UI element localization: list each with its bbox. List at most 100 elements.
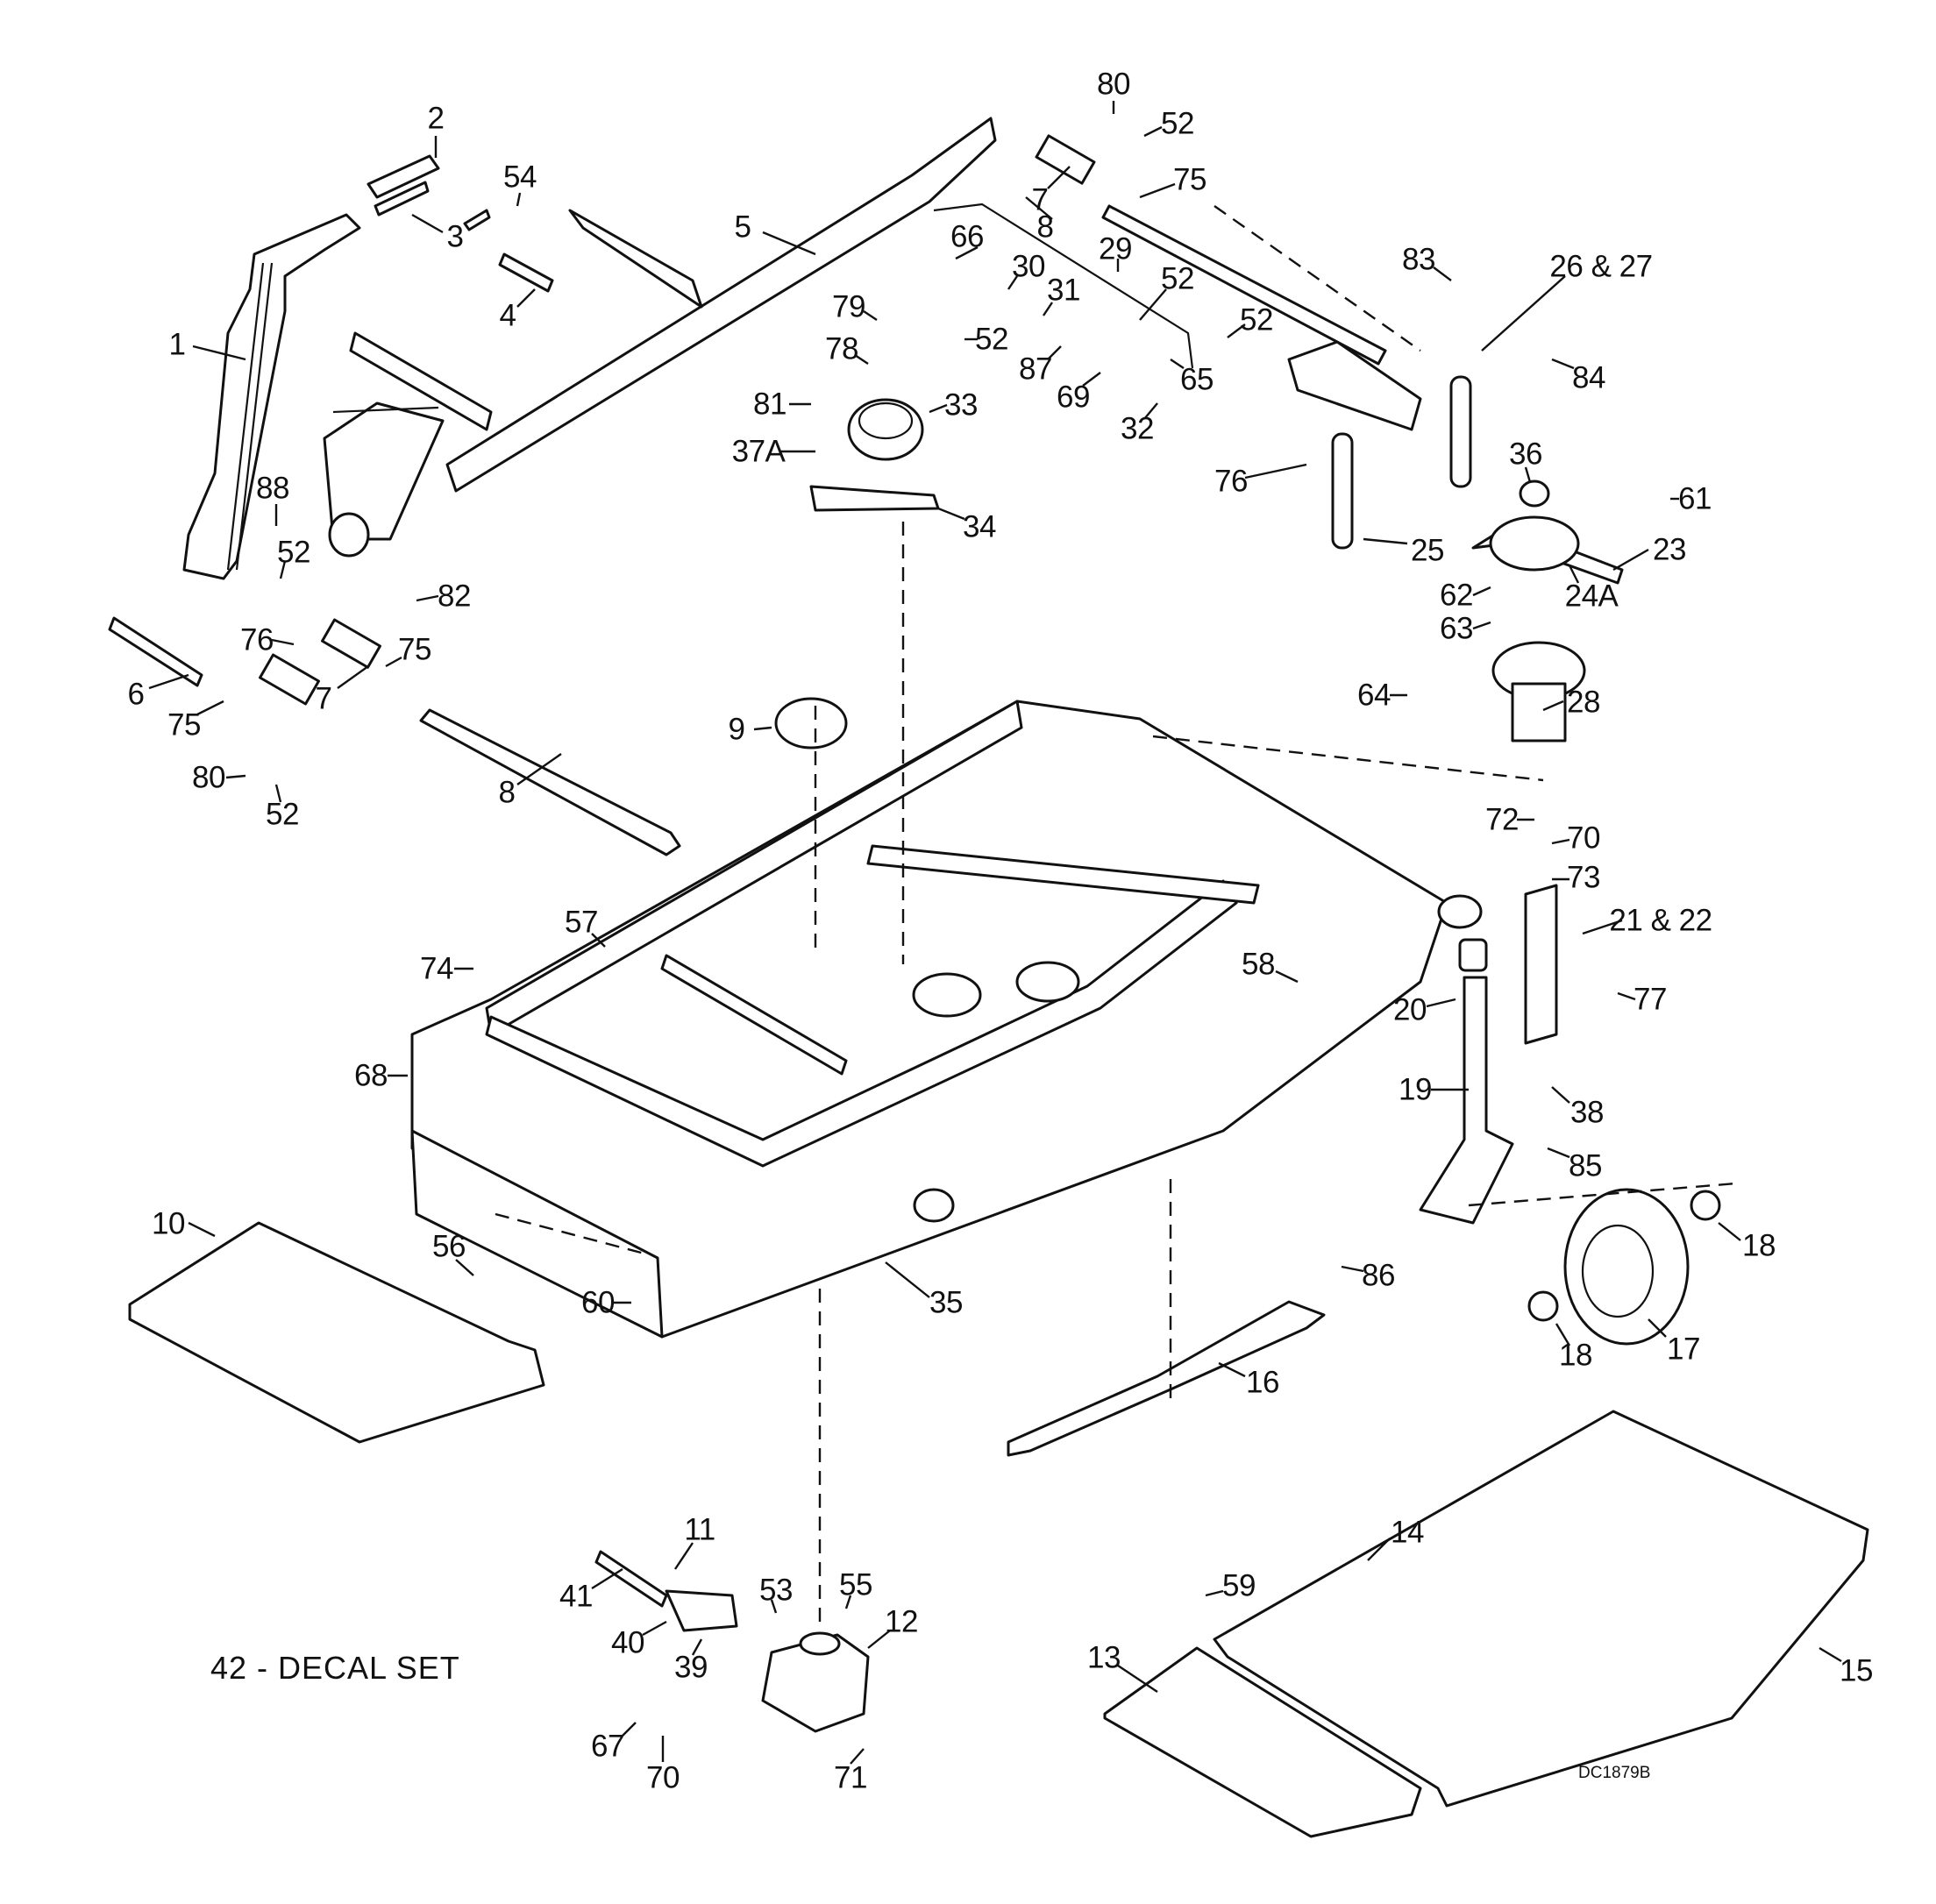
callout-17: 17 <box>1667 1332 1700 1367</box>
guide-line <box>1214 205 1421 352</box>
callout-84: 84 <box>1572 360 1605 395</box>
leader-line <box>1244 463 1307 480</box>
leader-line <box>271 638 295 646</box>
callout-36: 36 <box>1509 437 1542 472</box>
leader-line <box>274 784 282 803</box>
leader-line <box>867 1630 891 1649</box>
callout-9: 9 <box>728 712 745 747</box>
callout-33: 33 <box>944 387 978 423</box>
callout-28: 28 <box>1567 685 1600 720</box>
callout-79: 79 <box>832 289 865 324</box>
callout-6: 6 <box>127 677 145 712</box>
callout-7-right: 7 <box>1031 182 1049 217</box>
leader-line <box>863 310 878 321</box>
leader-line <box>416 594 439 602</box>
spindle-pulley <box>1489 515 1580 572</box>
clevis-upper-left <box>321 618 381 669</box>
callout-58: 58 <box>1242 947 1275 982</box>
wheel-spacer-18a <box>1690 1190 1721 1221</box>
clip-pin <box>463 209 491 231</box>
callout-20: 20 <box>1393 992 1427 1027</box>
caster-mount-21-22 <box>1524 884 1558 1045</box>
callout-8-left: 8 <box>498 775 516 810</box>
discharge-chute-10 <box>128 1221 545 1444</box>
callout-37A: 37A <box>731 434 786 469</box>
leader-line <box>753 726 772 731</box>
link-25b <box>1449 375 1472 488</box>
callout-3: 3 <box>446 219 464 254</box>
callout-57: 57 <box>565 905 598 940</box>
callout-2: 2 <box>427 101 445 136</box>
callout-87: 87 <box>1019 352 1052 387</box>
callout-55: 55 <box>839 1567 872 1602</box>
leader-line <box>1205 1589 1224 1597</box>
leader-line <box>1617 991 1636 1001</box>
callout-41: 41 <box>559 1579 593 1614</box>
callout-35: 35 <box>929 1285 963 1320</box>
pivot-bracket <box>1287 340 1422 431</box>
leader-line <box>225 774 246 779</box>
callout-19: 19 <box>1399 1072 1432 1107</box>
clevis-upper-right <box>1035 134 1096 185</box>
callout-65: 65 <box>1180 362 1214 397</box>
gearbox-12 <box>761 1633 870 1733</box>
callout-11: 11 <box>684 1512 715 1547</box>
mower-deck <box>410 700 1483 1339</box>
callout-75-top: 75 <box>1173 162 1206 197</box>
callout-71: 71 <box>834 1760 867 1795</box>
leader-line <box>1718 1222 1741 1241</box>
leader-line <box>516 192 522 207</box>
callout-82: 82 <box>438 579 471 614</box>
idler-pulley <box>847 398 924 461</box>
callout-88: 88 <box>256 471 289 506</box>
callout-63: 63 <box>1440 611 1473 646</box>
callout-70-top: 70 <box>1567 821 1600 856</box>
leader-line <box>1082 372 1101 387</box>
callout-23: 23 <box>1653 532 1686 567</box>
leader-line <box>1363 537 1408 545</box>
callout-52-lever: 52 <box>277 535 310 570</box>
callout-15: 15 <box>1840 1653 1873 1688</box>
leader-line <box>1472 621 1491 630</box>
callout-7-left: 7 <box>315 681 332 716</box>
callout-59: 59 <box>1222 1568 1256 1603</box>
callout-13: 13 <box>1087 1640 1121 1675</box>
callout-86: 86 <box>1362 1258 1395 1293</box>
handle-grip <box>367 154 440 199</box>
callout-75-left: 75 <box>167 707 201 742</box>
callout-8-right: 8 <box>1036 210 1054 245</box>
guide-line <box>1152 735 1544 782</box>
callout-74: 74 <box>420 951 453 986</box>
leader-line <box>1472 586 1491 597</box>
callout-52-bracket: 52 <box>1240 302 1273 337</box>
link-plate <box>498 252 554 293</box>
leader-line <box>937 507 965 521</box>
leader-line <box>854 354 869 365</box>
callout-14: 14 <box>1391 1515 1424 1550</box>
leader-line <box>1551 358 1575 370</box>
callout-40: 40 <box>611 1625 644 1660</box>
callout-78: 78 <box>825 331 858 366</box>
callout-64: 64 <box>1357 678 1391 713</box>
belt-cover-13 <box>1103 1646 1422 1838</box>
callout-56: 56 <box>432 1229 466 1264</box>
leader-line <box>337 665 369 689</box>
caster-wheel-17 <box>1563 1188 1690 1346</box>
callout-39: 39 <box>674 1650 708 1685</box>
leader-line <box>1143 402 1158 420</box>
leader-line <box>1043 302 1053 316</box>
callout-53: 53 <box>759 1573 793 1608</box>
u-joint-39-40 <box>665 1589 738 1632</box>
leader-line <box>1143 125 1163 138</box>
callout-30: 30 <box>1012 249 1045 284</box>
leader-line <box>1367 1538 1391 1561</box>
callout-73: 73 <box>1567 860 1600 895</box>
callout-80-left: 80 <box>192 760 225 795</box>
callout-76-left: 76 <box>240 622 274 657</box>
callout-10: 10 <box>152 1206 185 1241</box>
callout-77: 77 <box>1634 982 1667 1017</box>
mower-blade <box>1007 1300 1326 1457</box>
